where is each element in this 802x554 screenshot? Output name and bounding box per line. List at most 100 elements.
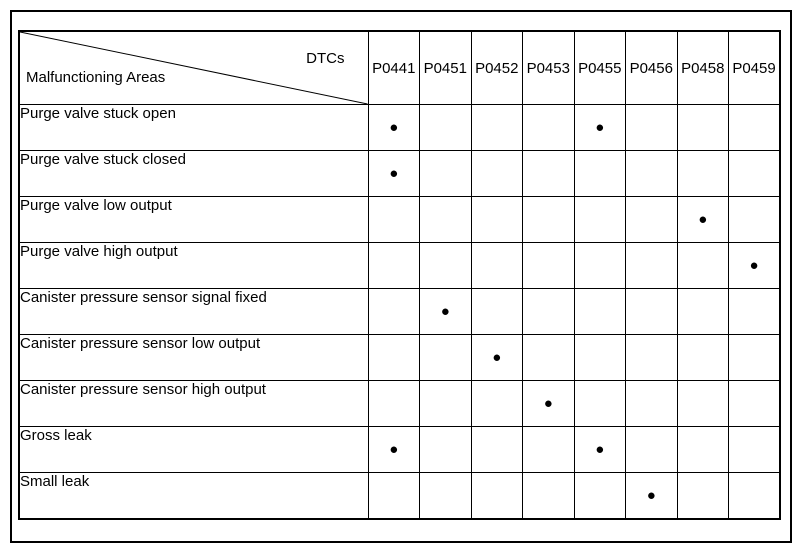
page-border-frame: DTCs Malfunctioning Areas P0441 P0451 P0… [10, 10, 792, 543]
dtc-mark-cell [625, 380, 678, 427]
dtc-mark-cell [676, 426, 729, 473]
malfunction-label: Small leak [18, 472, 369, 520]
table-row: Purge valve low output ● [18, 196, 781, 243]
dtc-mark-cell [470, 472, 523, 520]
malfunction-label: Gross leak [18, 426, 369, 473]
dtc-mark-cell [522, 242, 575, 289]
dtc-mark-cell: ● [522, 380, 575, 427]
header-row: DTCs Malfunctioning Areas P0441 P0451 P0… [18, 30, 781, 105]
table-row: Canister pressure sensor high output ● [18, 380, 781, 427]
table-row: Purge valve stuck closed ● [18, 150, 781, 197]
dtc-mark-cell [419, 150, 472, 197]
malfunction-label: Canister pressure sensor signal fixed [18, 288, 369, 335]
dtc-mark-cell: ● [573, 426, 626, 473]
diagonal-divider-line [20, 32, 368, 104]
dtc-mark-cell [728, 104, 781, 151]
dtc-mark-cell [522, 472, 575, 520]
dtc-mark-cell [470, 380, 523, 427]
dtc-mark-cell [470, 426, 523, 473]
dtc-mark-cell [625, 288, 678, 335]
table-row: Purge valve stuck open ● ● [18, 104, 781, 151]
dtc-mark-cell [728, 150, 781, 197]
dtc-mark-cell: ● [625, 472, 678, 520]
table-row: Purge valve high output ● [18, 242, 781, 289]
dtc-mark-cell [367, 380, 420, 427]
dtc-mark-cell [676, 150, 729, 197]
dtc-column-header-p0459: P0459 [728, 30, 781, 105]
malfunction-label: Purge valve stuck open [18, 104, 369, 151]
dtc-mark-cell [419, 242, 472, 289]
dtc-mark-cell [676, 104, 729, 151]
dtc-mark-cell [367, 242, 420, 289]
malfunction-label: Purge valve high output [18, 242, 369, 289]
dtc-mark-cell: ● [728, 242, 781, 289]
dtc-mark-cell [625, 196, 678, 243]
dtc-mark-cell [676, 288, 729, 335]
corner-header-cell: DTCs Malfunctioning Areas [18, 30, 369, 105]
dtc-mark-cell [625, 104, 678, 151]
dtc-column-header-p0451: P0451 [419, 30, 472, 105]
dtc-mark-cell [470, 196, 523, 243]
dtc-mark-cell [522, 426, 575, 473]
dtc-mark-cell [625, 426, 678, 473]
dtc-mark-cell [728, 472, 781, 520]
dtc-mark-cell [728, 196, 781, 243]
dtc-mark-cell [367, 196, 420, 243]
dtc-mark-cell: ● [419, 288, 472, 335]
dtc-mark-cell [522, 150, 575, 197]
dtc-mark-cell [728, 334, 781, 381]
dtc-mark-cell [573, 288, 626, 335]
table-row: Gross leak ● ● [18, 426, 781, 473]
dtc-mark-cell [573, 334, 626, 381]
dtc-mark-cell [728, 380, 781, 427]
dtc-mark-cell [573, 150, 626, 197]
dtc-mark-cell [522, 196, 575, 243]
dtc-mark-cell [522, 334, 575, 381]
dtc-column-header-p0458: P0458 [676, 30, 729, 105]
dtc-mark-cell [419, 426, 472, 473]
dtc-mark-cell: ● [470, 334, 523, 381]
dtc-column-header-p0452: P0452 [470, 30, 523, 105]
table-row: Canister pressure sensor signal fixed ● [18, 288, 781, 335]
dtc-mark-cell: ● [573, 104, 626, 151]
malfunction-label: Canister pressure sensor low output [18, 334, 369, 381]
dtc-mark-cell: ● [367, 104, 420, 151]
dtc-mark-cell [522, 104, 575, 151]
dtc-mark-cell [470, 104, 523, 151]
dtc-mark-cell [573, 472, 626, 520]
dtc-mark-cell [419, 196, 472, 243]
dtc-column-header-p0456: P0456 [625, 30, 678, 105]
dtc-mark-cell [522, 288, 575, 335]
dtc-mark-cell: ● [676, 196, 729, 243]
dtc-mark-cell [676, 242, 729, 289]
dtc-column-header-p0453: P0453 [522, 30, 575, 105]
dtc-column-header-p0441: P0441 [367, 30, 420, 105]
dtc-mark-cell [419, 380, 472, 427]
dtc-mark-cell [419, 104, 472, 151]
dtc-mark-cell [419, 334, 472, 381]
malfunctioning-areas-corner-label: Malfunctioning Areas [26, 69, 166, 86]
dtc-mark-cell [470, 150, 523, 197]
dtc-mark-cell: ● [367, 426, 420, 473]
dtc-mark-cell [470, 288, 523, 335]
malfunction-label: Purge valve low output [18, 196, 369, 243]
table-row: Small leak ● [18, 472, 781, 520]
dtc-mark-cell [676, 472, 729, 520]
dtc-mark-cell [573, 196, 626, 243]
dtc-mark-cell [470, 242, 523, 289]
malfunction-label: Canister pressure sensor high output [18, 380, 369, 427]
dtc-mark-cell [625, 150, 678, 197]
dtc-mark-cell [625, 242, 678, 289]
dtc-mark-cell [573, 380, 626, 427]
dtcs-corner-label: DTCs [306, 50, 345, 67]
table-row: Canister pressure sensor low output ● [18, 334, 781, 381]
dtc-mark-cell [728, 288, 781, 335]
dtc-mark-cell [573, 242, 626, 289]
dtc-mark-cell [676, 334, 729, 381]
dtc-mark-cell [676, 380, 729, 427]
dtc-column-header-p0455: P0455 [573, 30, 626, 105]
dtc-mark-cell [367, 288, 420, 335]
dtc-malfunction-matrix-table: DTCs Malfunctioning Areas P0441 P0451 P0… [18, 30, 781, 520]
malfunction-label: Purge valve stuck closed [18, 150, 369, 197]
